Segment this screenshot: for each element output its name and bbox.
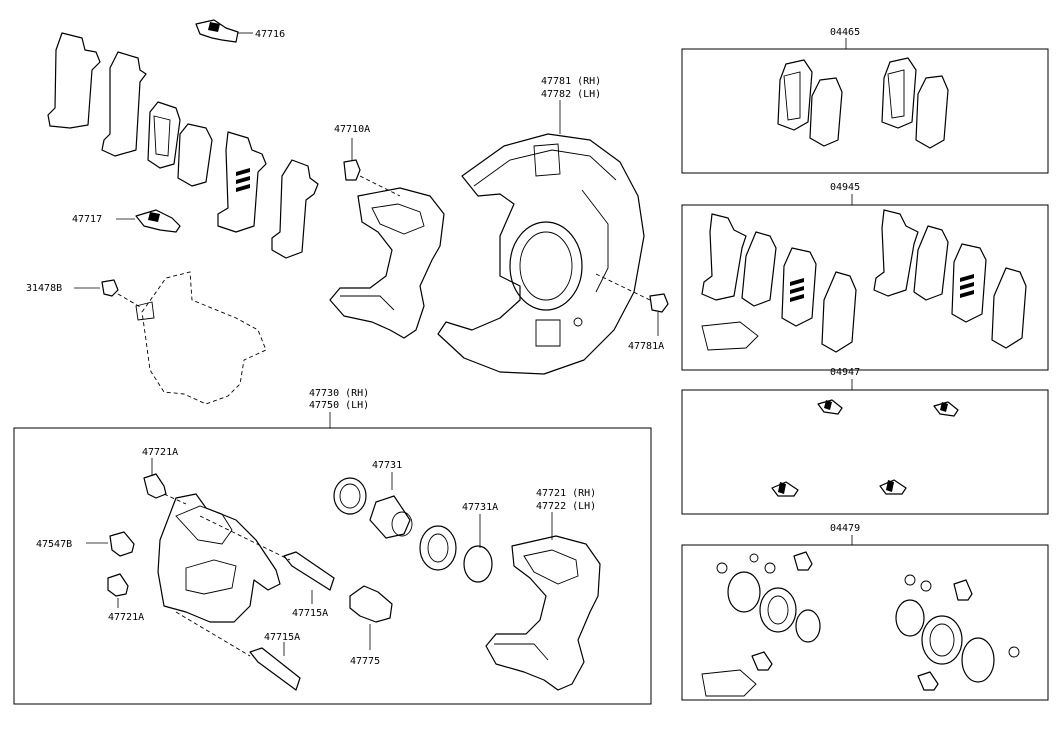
anti-squeal-shim-inner <box>217 131 319 259</box>
callout-47750-lh: 47750 (LH) <box>309 400 369 411</box>
slide-pin-upper <box>283 551 335 591</box>
set-ring <box>463 545 493 583</box>
kit-04479-box <box>681 544 1049 701</box>
callout-47782-lh: 47782 (LH) <box>541 89 601 100</box>
kit-04465-box <box>681 48 1049 174</box>
kit-04947-label: 04947 <box>830 367 860 378</box>
kit-04945-label: 04945 <box>830 182 860 193</box>
disc-pad-left <box>147 101 213 187</box>
callout-47781A: 47781A <box>628 341 664 352</box>
callout-47731: 47731 <box>372 460 402 471</box>
disc-brake-dust-cover <box>437 133 645 375</box>
callout-47781-rh: 47781 (RH) <box>541 76 601 87</box>
caliper-assembly-box <box>13 427 652 705</box>
cylinder-slide-bush-boot <box>349 585 393 623</box>
kit-04945-shims-pads <box>701 209 1027 353</box>
callout-47721-rh: 47721 (RH) <box>536 488 596 499</box>
disc-brake-cylinder <box>157 493 281 623</box>
dust-cover-bolt <box>649 293 669 313</box>
callout-47547B: 47547B <box>36 539 72 550</box>
kit-04945-box <box>681 204 1049 371</box>
bleeder-screw <box>109 531 135 557</box>
cylinder-boot <box>419 525 457 571</box>
kit-04947-box <box>681 389 1049 515</box>
callout-47721A-bottom: 47721A <box>108 612 144 623</box>
callout-47715A-2: 47715A <box>264 632 300 643</box>
kit-04947-clips <box>771 399 959 497</box>
callout-47722-lh: 47722 (LH) <box>536 501 596 512</box>
anti-squeal-shim-outer <box>47 32 147 157</box>
callout-47775: 47775 <box>350 656 380 667</box>
callout-31478B: 31478B <box>26 283 62 294</box>
kit-04479-seals <box>701 551 1020 697</box>
cylinder-assembly-ghost <box>135 271 267 405</box>
slide-pin-lower <box>249 647 301 691</box>
caliper-bolt-top <box>343 159 361 181</box>
kit-04465-label: 04465 <box>830 27 860 38</box>
bleeder-plug-bottom <box>107 573 129 597</box>
caliper-mounting-left <box>329 187 445 339</box>
callout-47716: 47716 <box>255 29 285 40</box>
callout-47710A: 47710A <box>334 124 370 135</box>
callout-47717: 47717 <box>72 214 102 225</box>
callout-47721A-top: 47721A <box>142 447 178 458</box>
caliper-mounting-right <box>485 535 601 691</box>
bleeder-cap <box>101 279 119 297</box>
callout-47731A: 47731A <box>462 502 498 513</box>
piston-seal-ring <box>333 477 367 515</box>
pad-support-plate-mid <box>135 209 181 233</box>
pad-support-plate-top <box>195 19 239 43</box>
cylinder-piston <box>369 495 413 539</box>
bleeder-plug-top <box>143 473 167 499</box>
kit-04479-label: 04479 <box>830 523 860 534</box>
kit-04465-pads <box>777 57 949 149</box>
callout-47730-rh: 47730 (RH) <box>309 388 369 399</box>
callout-47715A-1: 47715A <box>292 608 328 619</box>
